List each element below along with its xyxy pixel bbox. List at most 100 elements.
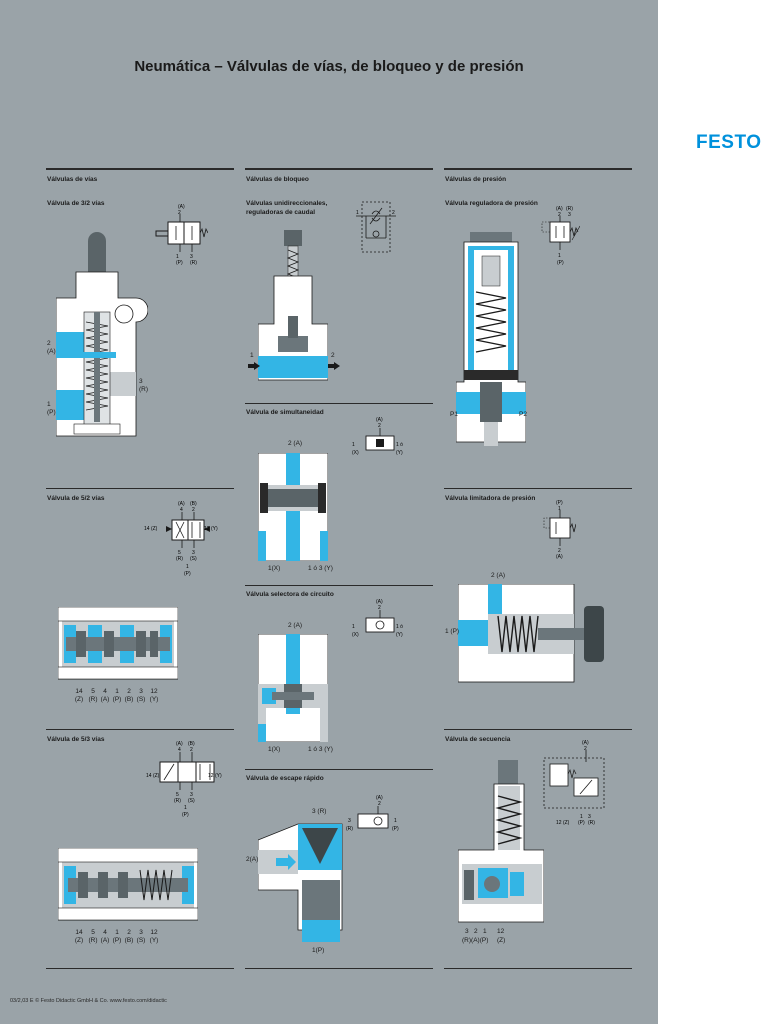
svg-text:(P): (P) <box>578 820 585 826</box>
port-label: 2 (A) <box>288 440 303 447</box>
svg-text:4: 4 <box>178 747 181 753</box>
page-title: Neumática – Válvulas de vías, de bloqueo… <box>134 58 524 75</box>
port-label: 2 (A) <box>47 340 56 356</box>
svg-text:1: 1 <box>184 805 187 811</box>
svg-text:1: 1 <box>186 564 189 570</box>
section-rule <box>245 403 433 404</box>
valve-3-2-cutaway <box>56 232 148 437</box>
svg-text:1: 1 <box>394 818 397 824</box>
section-title: Válvula de 5/3 vías <box>47 736 105 743</box>
svg-text:2: 2 <box>558 548 561 554</box>
svg-text:3: 3 <box>190 792 193 798</box>
svg-text:5: 5 <box>176 792 179 798</box>
svg-text:(A): (A) <box>176 741 183 747</box>
svg-text:(S): (S) <box>188 798 195 804</box>
and-valve-symbol: (A)2 1(X) 1 ó 3(Y) <box>352 417 404 456</box>
svg-text:2: 2 <box>192 507 195 513</box>
pressure-regulator-cutaway <box>456 232 526 446</box>
svg-text:3: 3 <box>588 814 591 820</box>
svg-text:(S): (S) <box>190 556 197 562</box>
svg-text:1: 1 <box>356 210 359 216</box>
section-rule <box>245 585 433 586</box>
or-valve-symbol: (A)2 1(X) 1 ó 3(Y) <box>352 599 404 638</box>
footer-credit: 03/2,03 E © Festo Didactic GmbH & Co. ww… <box>10 998 167 1004</box>
svg-text:2: 2 <box>378 605 381 611</box>
or-valve-cutaway <box>258 634 328 742</box>
festo-logo: FESTO <box>696 132 762 153</box>
svg-text:(X): (X) <box>352 632 359 638</box>
port-label: 4 (A) <box>100 688 110 704</box>
port-label: 5 (R) <box>88 929 98 945</box>
section-rule <box>444 729 632 730</box>
port-label: 1 ó 3 (Y) <box>308 565 333 572</box>
svg-text:(A): (A) <box>376 795 383 801</box>
column-header: Válvulas de vías <box>47 176 98 183</box>
port-label: 2(A) <box>246 856 259 863</box>
svg-text:1: 1 <box>176 254 179 260</box>
section-rule <box>46 488 234 489</box>
section-title: Válvula reguladora de presión <box>445 200 538 207</box>
svg-text:1 ó 3: 1 ó 3 <box>396 624 404 630</box>
svg-text:2: 2 <box>378 801 381 807</box>
port-label: 1 (P) <box>445 628 460 635</box>
svg-text:(A): (A) <box>582 740 589 746</box>
svg-text:(B): (B) <box>190 501 197 507</box>
column-rule <box>46 168 234 170</box>
svg-text:1: 1 <box>352 624 355 630</box>
port-label: 3 <box>465 928 469 935</box>
quick-exhaust-cutaway <box>258 823 343 942</box>
svg-text:2: 2 <box>378 423 381 429</box>
svg-text:(A): (A) <box>178 501 185 507</box>
section-title: Válvula de secuencia <box>445 736 511 743</box>
svg-text:1: 1 <box>558 253 561 259</box>
svg-text:3: 3 <box>568 212 571 218</box>
port-label: 3 (R) <box>139 378 149 394</box>
section-rule <box>444 488 632 489</box>
svg-text:2: 2 <box>558 212 561 218</box>
svg-text:(P): (P) <box>182 812 189 818</box>
section-rule <box>245 769 433 770</box>
svg-text:(Y): (Y) <box>396 632 403 638</box>
svg-text:1 ó 3: 1 ó 3 <box>396 442 404 448</box>
svg-text:2: 2 <box>190 747 193 753</box>
svg-text:5: 5 <box>178 550 181 556</box>
column-rule <box>444 168 632 170</box>
svg-text:(P): (P) <box>557 260 564 266</box>
svg-text:12 (Y): 12 (Y) <box>204 526 218 532</box>
svg-text:(R): (R) <box>566 206 573 212</box>
svg-text:2: 2 <box>584 746 587 752</box>
port-label: 2 (B) <box>124 688 134 704</box>
port-label: (R)(A)(P) <box>462 937 489 944</box>
port-label: 14 (Z) <box>74 929 84 945</box>
port-label: 12 <box>497 928 505 935</box>
port-label: 3 (S) <box>136 929 146 945</box>
svg-text:1: 1 <box>580 814 583 820</box>
port-label: 1 (P) <box>112 929 122 945</box>
port-label: 1(P) <box>312 947 325 954</box>
port-label: 2 <box>474 928 478 935</box>
column-bottom-rule <box>46 968 234 969</box>
port-label: 12 (Y) <box>149 929 159 945</box>
port-label: 2 (A) <box>491 572 506 579</box>
section-title: Válvulas unidireccionales, reguladoras d… <box>246 200 328 216</box>
svg-text:(Y): (Y) <box>396 450 403 456</box>
port-label: P2 <box>519 411 527 418</box>
svg-text:(P): (P) <box>176 260 183 266</box>
port-label: 1 <box>250 352 254 359</box>
section-title: Válvula de simultaneidad <box>246 409 324 416</box>
section-title: Válvula de 5/2 vías <box>47 495 105 502</box>
svg-text:14 (Z): 14 (Z) <box>144 526 158 532</box>
port-label: 2 <box>331 352 335 359</box>
column-rule <box>245 168 433 170</box>
column-bottom-rule <box>245 968 433 969</box>
port-label: 1(X) <box>268 746 281 753</box>
svg-text:1: 1 <box>558 506 561 512</box>
svg-text:14 (Z): 14 (Z) <box>146 773 160 779</box>
port-label: 3 (S) <box>136 688 146 704</box>
svg-text:(P): (P) <box>184 571 191 577</box>
svg-text:(A): (A) <box>376 417 383 423</box>
and-valve-cutaway <box>258 453 328 561</box>
svg-text:(P): (P) <box>392 826 399 832</box>
